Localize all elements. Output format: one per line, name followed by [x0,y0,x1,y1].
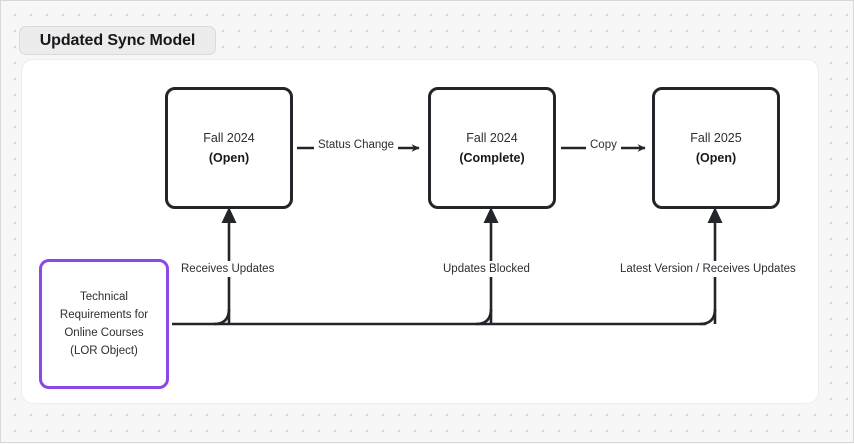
node-fall2024-open[interactable]: Fall 2024 (Open) [165,87,293,209]
node-status-label: (Open) [695,151,737,165]
node-lor-object[interactable]: Technical Requirements for Online Course… [39,259,169,389]
edge-label-copy: Copy [586,137,621,153]
node-status-label: (Open) [208,151,250,165]
node-term-label: Fall 2024 [203,131,255,145]
node-fall2024-complete[interactable]: Fall 2024 (Complete) [428,87,556,209]
diagram-title-pill[interactable]: Updated Sync Model [19,26,216,55]
page-title: Updated Sync Model [39,31,196,49]
node-term-label: Fall 2025 [690,131,742,145]
node-term-label: Fall 2024 [466,131,518,145]
node-fall2025-open[interactable]: Fall 2025 (Open) [652,87,780,209]
edge-label-status-change: Status Change [314,137,399,153]
node-status-label: (Complete) [459,151,525,165]
lor-object-label: Technical Requirements for Online Course… [59,291,149,357]
edge-label-updates-blocked: Updates Blocked [439,261,534,277]
edge-label-latest-version: Latest Version / Receives Updates [616,261,800,277]
edge-label-receives-updates: Receives Updates [177,261,279,277]
